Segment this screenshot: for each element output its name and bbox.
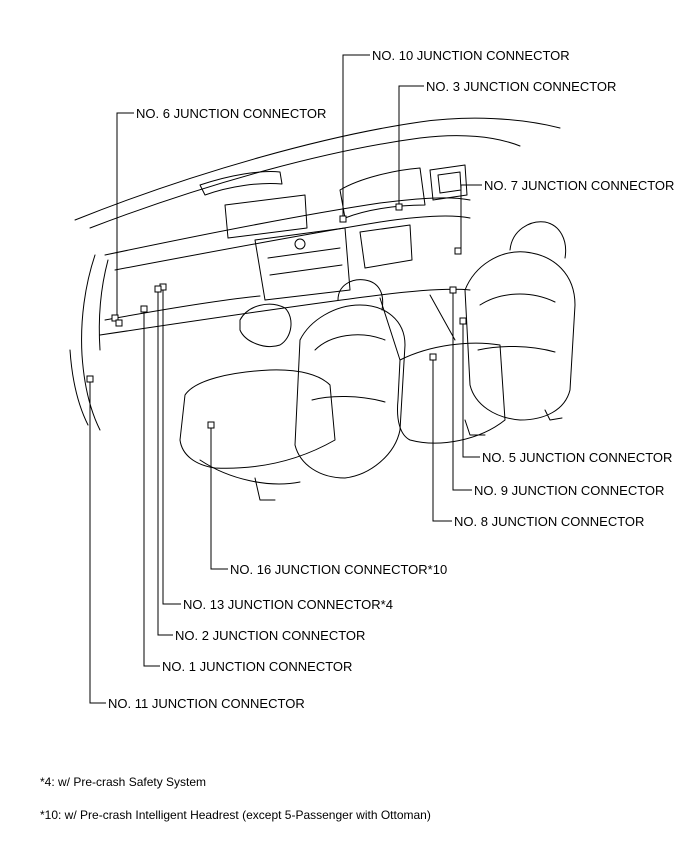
label-no1: NO. 1 JUNCTION CONNECTOR — [162, 659, 352, 674]
connector-no7-marker — [454, 247, 462, 255]
connector-no3-marker — [395, 203, 403, 211]
label-no8: NO. 8 JUNCTION CONNECTOR — [454, 514, 644, 529]
footnote-10: *10: w/ Pre-crash Intelligent Headrest (… — [40, 808, 431, 822]
connector-no16-marker — [207, 421, 215, 429]
label-no13: NO. 13 JUNCTION CONNECTOR*4 — [183, 597, 393, 612]
connector-no6-marker — [111, 314, 119, 322]
connector-no10-marker — [339, 215, 347, 223]
leader-lines — [89, 54, 482, 704]
label-no10: NO. 10 JUNCTION CONNECTOR — [372, 48, 570, 63]
label-no7: NO. 7 JUNCTION CONNECTOR — [484, 178, 674, 193]
label-no16: NO. 16 JUNCTION CONNECTOR*10 — [230, 562, 447, 577]
label-no3: NO. 3 JUNCTION CONNECTOR — [426, 79, 616, 94]
label-no6: NO. 6 JUNCTION CONNECTOR — [136, 106, 326, 121]
connector-no8-marker — [429, 353, 437, 361]
footnote-4: *4: w/ Pre-crash Safety System — [40, 775, 207, 789]
connector-labels: NO. 10 JUNCTION CONNECTOR NO. 3 JUNCTION… — [108, 48, 674, 711]
label-no9: NO. 9 JUNCTION CONNECTOR — [474, 483, 664, 498]
connector-no1-marker — [140, 305, 148, 313]
vehicle-interior-illustration — [69, 117, 576, 501]
label-no2: NO. 2 JUNCTION CONNECTOR — [175, 628, 365, 643]
connector-markers — [86, 203, 467, 429]
label-no11: NO. 11 JUNCTION CONNECTOR — [108, 696, 305, 711]
connector-no6b-marker — [115, 319, 123, 327]
connector-no9-marker — [449, 286, 457, 294]
connector-no2-marker — [154, 285, 162, 293]
connector-no11-marker — [86, 375, 94, 383]
connector-no5-marker — [459, 317, 467, 325]
label-no5: NO. 5 JUNCTION CONNECTOR — [482, 450, 672, 465]
